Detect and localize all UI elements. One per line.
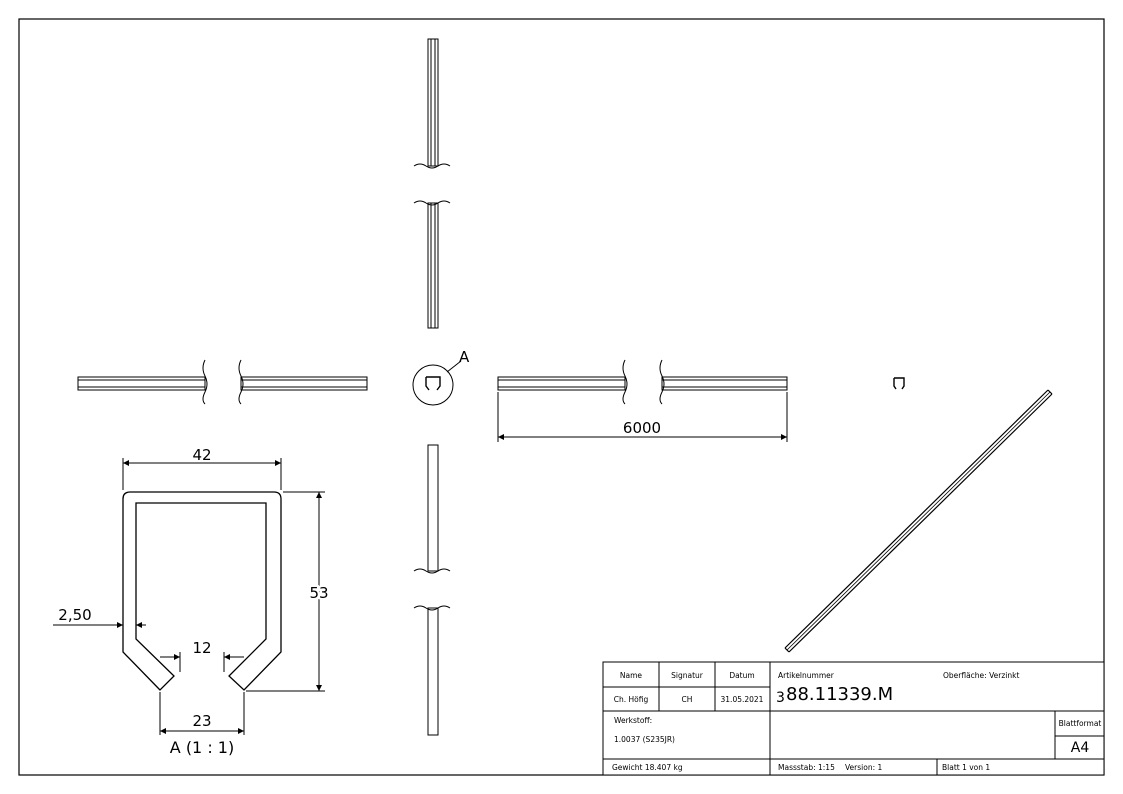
bottom-vertical-view (413, 444, 451, 736)
tb-signatur-value: CH (682, 695, 693, 704)
end-view-profile (893, 377, 905, 390)
dim-12-text: 12 (192, 639, 211, 657)
tb-blatt: Blatt 1 von 1 (942, 763, 990, 772)
tb-artikelnummer-label: Artikelnummer (778, 671, 835, 680)
tb-massstab: Massstab: 1:15 (778, 763, 835, 772)
title-block-frame (602, 661, 1105, 776)
tb-blattformat-label: Blattformat (1059, 719, 1102, 728)
top-vertical-view (413, 38, 451, 329)
tb-datum-value: 31.05.2021 (721, 695, 764, 704)
tb-blattformat-value: A4 (1071, 740, 1090, 756)
dim-23-text: 23 (192, 712, 211, 730)
length-dimension-text: 6000 (623, 419, 661, 437)
detail-view-label: A (1 : 1) (170, 738, 234, 757)
tb-header-datum: Datum (729, 671, 754, 680)
tb-artikelnummer-prefix: 3 (776, 690, 785, 706)
profile-section-detail (122, 491, 282, 691)
tb-header-signatur: Signatur (671, 671, 704, 680)
detail-circle-a (412, 360, 462, 406)
tb-werkstoff-label: Werkstoff: (614, 716, 652, 725)
dim-53 (246, 491, 325, 692)
tb-oberflaeche: Oberfläche: Verzinkt (943, 671, 1019, 680)
isometric-view (784, 389, 1053, 653)
dim-53-text: 53 (309, 584, 328, 602)
dim-42 (122, 458, 282, 490)
tb-header-name: Name (620, 671, 643, 680)
dim-23 (159, 692, 245, 735)
tb-name-value: Ch. Höfig (614, 695, 649, 704)
tb-gewicht: Gewicht 18.407 kg (612, 763, 683, 772)
tb-version: Version: 1 (845, 763, 882, 772)
tb-werkstoff-value: 1.0037 (S235JR) (614, 735, 675, 744)
sheet-border (18, 18, 1105, 776)
dim-42-text: 42 (192, 446, 211, 464)
tb-artikelnummer-value: 88.11339.M (786, 684, 893, 705)
dim-12 (160, 652, 244, 672)
detail-marker-label: A (459, 348, 470, 366)
dim-thickness-text: 2,50 (58, 606, 91, 624)
left-horizontal-view (77, 359, 368, 405)
right-horizontal-view (497, 359, 788, 442)
